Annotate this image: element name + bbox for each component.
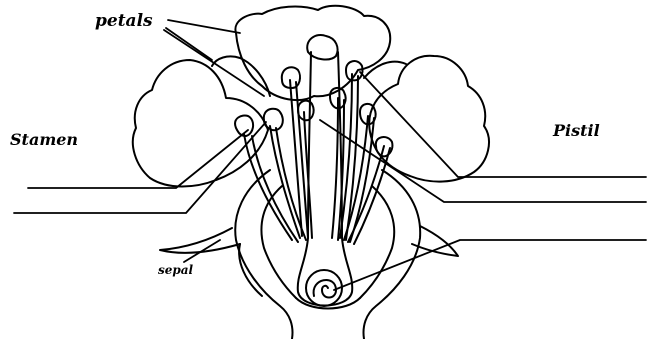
pistil-label: Pistil (553, 123, 600, 139)
petal-right (369, 56, 489, 182)
receptacle-right (364, 170, 421, 339)
pistil-stigma (307, 35, 337, 60)
sepal-left (160, 228, 240, 253)
stamen-filaments (244, 74, 390, 244)
receptacle-inner-left (261, 186, 296, 298)
stamen-label: Stamen (10, 132, 78, 148)
stamen-anthers (235, 61, 392, 156)
petal-back-center (235, 6, 390, 100)
leader-lines (14, 20, 646, 290)
sepal-label: sepal (158, 264, 193, 276)
pistil-leader-upper (360, 72, 646, 177)
sepal-left-base (239, 244, 262, 296)
petals-leader-lower (166, 28, 212, 60)
receptacle-base (296, 298, 360, 309)
sepal-leader (184, 240, 220, 262)
pistil-leader-lower (334, 240, 646, 290)
petals-label: petals (95, 13, 153, 30)
receptacle-left (235, 170, 292, 339)
petal-left-upper (212, 56, 270, 96)
petals-leader-upper (168, 20, 240, 33)
ovule (314, 280, 336, 298)
